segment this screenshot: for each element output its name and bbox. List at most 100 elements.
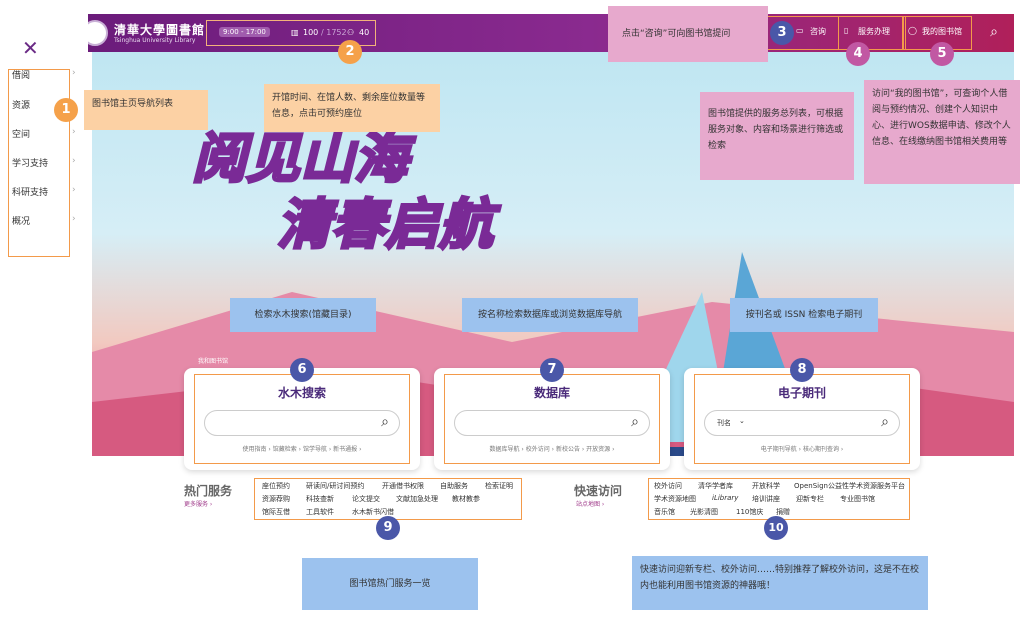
- hot-service-item[interactable]: 研读间/研讨间预约: [306, 482, 365, 490]
- my-library-link[interactable]: 我的图书馆: [922, 27, 962, 36]
- callout-1: 图书馆主页导航列表: [84, 90, 208, 130]
- chevron-down-icon[interactable]: ⌄: [739, 417, 745, 425]
- shuimu-search-card: 水木搜索 ⌕ 使用指南 › 馆藏检索 › 馆学导航 › 新书通报 ›: [184, 368, 420, 470]
- hot-service-item[interactable]: 开通借书权限: [382, 482, 424, 490]
- card-links[interactable]: 使用指南 › 馆藏检索 › 馆学导航 › 新书通报 ›: [242, 446, 362, 453]
- sidebar-item-overview[interactable]: 概况: [12, 217, 31, 227]
- search-icon[interactable]: ⌕: [631, 414, 639, 430]
- callout-9: 图书馆热门服务一览: [302, 558, 478, 610]
- hot-service-item[interactable]: 论文提交: [352, 495, 380, 503]
- sidebar-item-borrow[interactable]: 借阅: [12, 71, 31, 81]
- callout-7: 按名称检索数据库或浏览数据库导航: [462, 298, 638, 332]
- search-icon[interactable]: ⌕: [381, 414, 389, 430]
- book-icon[interactable]: ▯: [844, 26, 849, 35]
- consult-link[interactable]: 咨询: [810, 27, 826, 36]
- chevron-right-icon: ›: [72, 127, 76, 137]
- marker-9: 9: [376, 516, 400, 540]
- hero-tag[interactable]: 我和图书馆: [198, 358, 229, 365]
- building-icon: ▥: [291, 28, 299, 37]
- hot-service-item[interactable]: 文献加急处理: [396, 495, 438, 503]
- services-highlight: [838, 16, 904, 50]
- occupancy-count: 100: [303, 28, 319, 37]
- marker-8: 8: [790, 358, 814, 382]
- logo-english[interactable]: Tsinghua University Library: [114, 37, 196, 44]
- quick-access-item[interactable]: 培训讲座: [752, 495, 780, 503]
- hot-service-item[interactable]: 自助服务: [440, 482, 468, 490]
- quick-access-item[interactable]: 110馆庆: [736, 508, 764, 516]
- top-header: 清華大學圖書館 Tsinghua University Library 9:00…: [74, 14, 1014, 52]
- chevron-right-icon: ›: [72, 68, 76, 78]
- callout-4: 图书馆提供的服务总列表，可根据服务对象、内容和场景进行筛选或检索: [700, 92, 854, 180]
- marker-1: 1: [54, 98, 78, 122]
- seat-count: 40: [359, 28, 370, 37]
- library-stats-box[interactable]: 9:00 - 17:00 ▥ 100 / 1752 ⚇ 40: [206, 20, 376, 46]
- quick-access-item[interactable]: 专业图书馆: [840, 495, 875, 503]
- marker-10: 10: [764, 516, 788, 540]
- chat-icon[interactable]: ▭: [796, 26, 804, 35]
- search-icon[interactable]: ⌕: [990, 24, 998, 40]
- marker-4: 4: [846, 42, 870, 66]
- hot-service-item[interactable]: 资源荐购: [262, 495, 290, 503]
- services-link[interactable]: 服务办理: [858, 27, 890, 36]
- more-services-link[interactable]: 更多服务 ›: [184, 501, 213, 508]
- callout-3: 点击“咨询”可向图书馆提问: [608, 6, 768, 62]
- quick-access-title: 快速访问: [574, 484, 623, 498]
- chevron-right-icon: ›: [72, 185, 76, 195]
- chevron-right-icon: ›: [72, 156, 76, 166]
- hot-service-item[interactable]: 教材教参: [452, 495, 480, 503]
- chevron-right-icon: ›: [72, 214, 76, 224]
- callout-6: 检索水木搜索(馆藏目录): [230, 298, 376, 332]
- search-field-select[interactable]: 刊名: [717, 419, 731, 427]
- quick-access-item[interactable]: iLibrary: [712, 494, 739, 502]
- quick-access-item[interactable]: 清华学者库: [698, 482, 733, 490]
- quick-access-item[interactable]: 开放科学: [752, 482, 780, 490]
- quick-access-item[interactable]: 迎新专栏: [796, 495, 824, 503]
- seat-icon: ⚇: [347, 28, 355, 37]
- hot-services-title: 热门服务: [184, 484, 233, 498]
- sidebar-item-study-support[interactable]: 学习支持: [12, 159, 49, 169]
- quick-access-item[interactable]: 音乐馆: [654, 508, 675, 516]
- callout-2: 开馆时间、在馆人数、剩余座位数量等信息，点击可预约座位: [264, 84, 440, 132]
- hot-service-item[interactable]: 工具软件: [306, 508, 334, 516]
- card-title: 水木搜索: [277, 386, 326, 400]
- card-links[interactable]: 数据库导航 › 校外访问 › 新校公告 › 开放资源 ›: [489, 446, 615, 453]
- marker-3: 3: [770, 21, 794, 45]
- database-card: 数据库 ⌕ 数据库导航 › 校外访问 › 新校公告 › 开放资源 ›: [434, 368, 670, 470]
- sidebar-item-research-support[interactable]: 科研支持: [12, 188, 49, 198]
- sidebar-item-space[interactable]: 空间: [12, 130, 31, 140]
- hot-service-item[interactable]: 科技查新: [306, 495, 334, 503]
- close-icon[interactable]: ✕: [22, 36, 39, 60]
- capacity-count: / 1752: [321, 28, 347, 37]
- ejournal-search-input[interactable]: 刊名 ⌄ ⌕: [704, 410, 900, 436]
- card-title: 数据库: [533, 386, 570, 400]
- quick-access-item[interactable]: 校外访问: [654, 482, 682, 490]
- callout-8: 按刊名或 ISSN 检索电子期刊: [730, 298, 878, 332]
- hero-title-line2: 清春启航: [276, 192, 495, 258]
- database-search-input[interactable]: ⌕: [454, 410, 650, 436]
- quick-access-item[interactable]: 捐赠: [776, 508, 790, 516]
- site-map-link[interactable]: 站点地图 ›: [576, 501, 605, 508]
- card-links[interactable]: 电子期刊导航 › 核心期刊查询 ›: [760, 446, 844, 453]
- sidebar-item-resources[interactable]: 资源: [12, 101, 31, 111]
- logo-chinese[interactable]: 清華大學圖書館: [114, 23, 206, 37]
- marker-2: 2: [338, 40, 362, 64]
- search-icon[interactable]: ⌕: [881, 414, 889, 430]
- marker-5: 5: [930, 42, 954, 66]
- callout-5: 访问“我的图书馆”，可查询个人借阅与预约情况、创建个人知识中心、进行WOS数据申…: [864, 80, 1020, 184]
- hot-service-item[interactable]: 检索证明: [485, 482, 513, 490]
- card-title: 电子期刊: [777, 386, 826, 400]
- opening-hours[interactable]: 9:00 - 17:00: [219, 27, 270, 37]
- user-icon[interactable]: ◯: [908, 26, 917, 35]
- marker-7: 7: [540, 358, 564, 382]
- quick-access-item[interactable]: OpenSign公益性学术资源服务平台: [794, 482, 905, 490]
- shuimu-search-input[interactable]: ⌕: [204, 410, 400, 436]
- quick-access-item[interactable]: 学术资源地图: [654, 495, 696, 503]
- hot-service-item[interactable]: 水木新书闪借: [352, 508, 394, 516]
- ejournal-card: 电子期刊 刊名 ⌄ ⌕ 电子期刊导航 › 核心期刊查询 ›: [684, 368, 920, 470]
- quick-access-item[interactable]: 光影清图: [690, 508, 718, 516]
- sidebar-nav-highlight: [8, 69, 70, 257]
- hero-title-line1: 阅见山海: [191, 126, 410, 192]
- sidebar-nav: ✕ 借阅 › 资源 › 空间 › 学习支持 › 科研支持 › 概况 ›: [0, 14, 88, 534]
- hot-service-item[interactable]: 座位预约: [262, 482, 290, 490]
- hot-service-item[interactable]: 馆际互借: [262, 508, 290, 516]
